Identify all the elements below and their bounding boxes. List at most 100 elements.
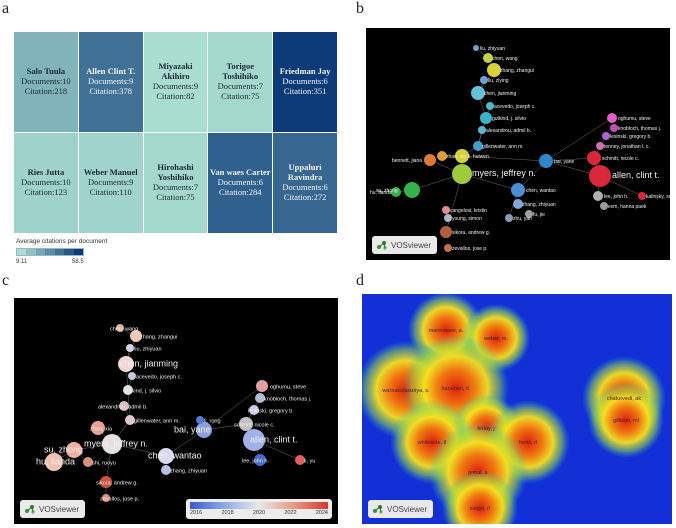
network-node-label: allen, clint t. [612, 170, 660, 180]
vosviewer-logo-icon [377, 241, 387, 250]
heatmap-cell-documents: Documents:9 [152, 81, 199, 91]
network-node [600, 202, 608, 210]
heatmap-cell-author: Hirohashi Yoshihiko [157, 162, 194, 183]
density-label: ferlay, j [477, 426, 494, 432]
citation-density-panel: mannovani, a. weber, m. warnakulasuriya, s… [362, 294, 672, 524]
heatmap-cell-documents: Documents:9 [88, 177, 134, 188]
heatmap-cell-author: Uppaluri Ravindra [287, 162, 323, 183]
heatmap-cell-author: Ries Jutta [27, 167, 65, 178]
network-node-label: allen, clint t. [250, 435, 298, 445]
heatmap-legend-title: Average citations per document [16, 238, 108, 245]
network-node-label: liu, ziying [488, 78, 509, 84]
network-node-label: myers, jeffrey n. [84, 439, 148, 449]
network-node [239, 417, 253, 431]
network-node-label: oghumu, steve [618, 116, 651, 122]
network-node-label: bai, yane [554, 159, 575, 165]
network-node [91, 421, 105, 435]
network-edge [461, 155, 547, 162]
network-node-label: bennett, jiana [392, 158, 422, 164]
network-node [596, 142, 604, 150]
network-node [130, 330, 142, 342]
network-node-label: zhang, zhiyuan [170, 469, 207, 475]
network-node-label: zevallos, jose p. [452, 246, 488, 252]
network-node [602, 132, 610, 140]
network-node [444, 214, 452, 222]
year-tick: 2024 [315, 510, 328, 516]
network-node [638, 192, 646, 200]
network-node-label: acevedo, joseph c. [494, 104, 536, 110]
network-node-label: zevallos, jose p. [100, 497, 140, 503]
network-node [473, 141, 483, 151]
network-node [404, 182, 420, 198]
density-label: siegel, rl [470, 506, 490, 512]
network-node [440, 226, 452, 238]
heatmap-cell-citations: Citation:82 [156, 90, 195, 101]
density-label: hanahan, d. [441, 386, 471, 392]
vosviewer-badge: VOSviewer [20, 500, 86, 518]
heatmap-cell-author: Allen Clint T. [86, 66, 136, 77]
legend-swatch [54, 249, 65, 255]
year-tick: 2018 [221, 510, 234, 516]
network-node-label: zhao, xia [446, 154, 466, 160]
density-label: whiteside, tl [417, 440, 447, 446]
heatmap-cell-documents: Documents:10 [21, 177, 71, 188]
density-label: gillison, ml [613, 418, 639, 424]
legend-swatch [17, 249, 27, 255]
network-node [255, 393, 265, 403]
legend-swatch [35, 249, 46, 255]
network-node-label: li, huiwen [468, 154, 489, 160]
network-node [455, 149, 469, 163]
network-node-label: chen, wantao [148, 451, 202, 461]
network-node [511, 183, 525, 197]
density-label: weber, m. [483, 336, 508, 342]
network-node-label: li, yu [304, 459, 315, 465]
network-edge [445, 173, 463, 233]
network-node-label: sikora, andrew g. [96, 481, 138, 487]
network-node [249, 405, 259, 415]
density-label: chaturvedi, ak [607, 396, 641, 402]
network-node-label: kalinsky, sri [646, 194, 670, 200]
heatmap-cell-citations: Citation:351 [283, 85, 327, 96]
heatmap-cell-author: Van waes Carter [209, 167, 271, 178]
density-label: ferris, rl [519, 440, 537, 446]
network-node [505, 214, 513, 222]
network-node-label: fu, jie [533, 212, 545, 218]
network-node-label: exm, hanna paek [608, 204, 647, 210]
network-node [158, 448, 174, 464]
network-node-label: lesinski, gregory b. [248, 409, 294, 415]
vosviewer-badge: VOSviewer [368, 500, 434, 518]
network-edge [127, 389, 131, 421]
network-node-label: gillenwater, ann m. [134, 419, 180, 425]
heatmap-cell-documents: Documents:6 [282, 76, 328, 87]
network-node [116, 324, 124, 332]
density-label: warnakulasuriya, s. [381, 388, 430, 394]
network-node [471, 86, 485, 100]
network-node [102, 494, 110, 502]
network-node [128, 372, 136, 380]
network-node [539, 154, 553, 168]
network-node [587, 151, 601, 165]
network-edge [545, 117, 613, 162]
panel-letter-a: a [2, 0, 10, 17]
network-node-label: chen, wang [110, 327, 138, 333]
network-node-label: bai, yane [174, 425, 211, 435]
network-node-label: lee, john h. [242, 459, 269, 465]
network-node-label: lesinski, gregory b. [610, 134, 652, 140]
network-node-label: alexandrou, admil b. [486, 128, 531, 134]
year-tick: 2020 [252, 510, 266, 516]
density-label: mannovani, a. [429, 328, 464, 334]
vosviewer-badge-label: VOSviewer [387, 504, 428, 514]
network-node [125, 415, 135, 425]
network-node [480, 76, 488, 84]
year-tick: 2022 [284, 510, 297, 516]
heatmap-cell-documents: Documents:7 [152, 182, 199, 192]
heatmap-cell-documents: Documents:6 [217, 177, 263, 188]
density-hotspot [442, 470, 518, 524]
